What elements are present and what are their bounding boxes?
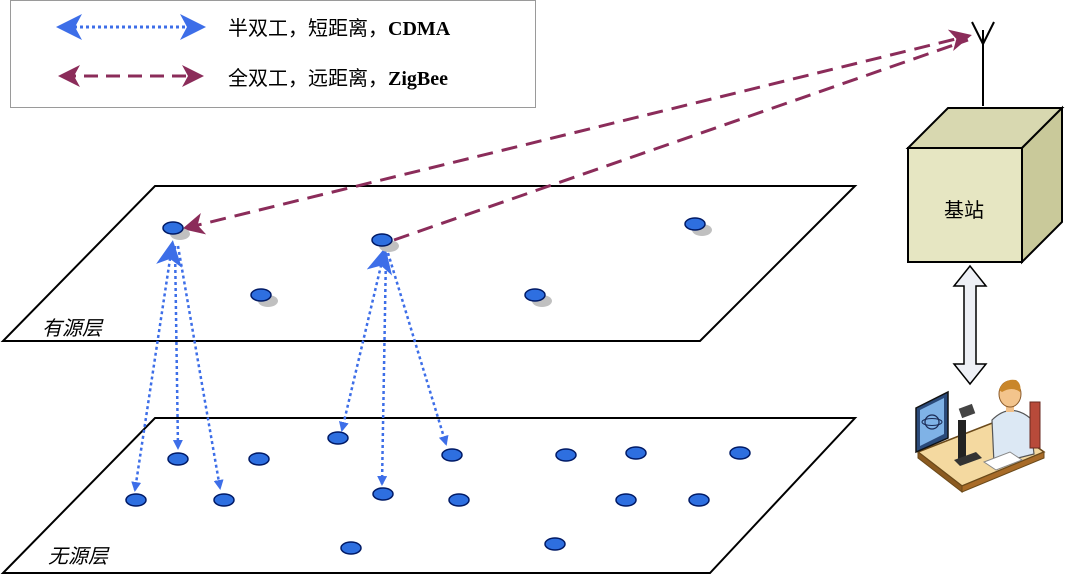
base-station-label: 基站 xyxy=(944,198,984,222)
station-operator-link-icon xyxy=(952,264,988,386)
node xyxy=(688,493,710,507)
passive-layer-nodes xyxy=(125,431,751,555)
long-range-links xyxy=(182,29,972,242)
node xyxy=(248,452,270,466)
node xyxy=(167,452,189,466)
node xyxy=(327,431,349,445)
node xyxy=(615,493,637,507)
node xyxy=(125,493,147,507)
long-link-2 xyxy=(393,38,969,242)
node xyxy=(524,288,552,307)
short-range-links xyxy=(131,240,449,492)
passive-layer-label: 无源层 xyxy=(48,544,108,568)
node xyxy=(372,487,394,501)
node xyxy=(625,446,647,460)
node xyxy=(555,448,577,462)
short-link-b2 xyxy=(377,252,388,486)
active-layer-nodes xyxy=(162,217,712,307)
node xyxy=(162,221,190,240)
short-link-a1 xyxy=(131,240,182,492)
node xyxy=(250,288,278,307)
node xyxy=(213,493,235,507)
node xyxy=(371,233,399,252)
active-layer-label: 有源层 xyxy=(42,316,102,340)
operator-workstation-icon xyxy=(915,379,1046,494)
node xyxy=(340,541,362,555)
node xyxy=(729,446,751,460)
base-station-cube xyxy=(905,105,1065,265)
node xyxy=(441,448,463,462)
short-link-a3 xyxy=(176,245,224,490)
short-link-a2 xyxy=(172,245,183,450)
node xyxy=(684,217,712,236)
long-link-1 xyxy=(182,29,972,235)
node xyxy=(544,537,566,551)
antenna-icon xyxy=(971,21,995,106)
active-layer-plane xyxy=(0,185,858,342)
node xyxy=(448,493,470,507)
short-link-b1 xyxy=(338,247,393,432)
